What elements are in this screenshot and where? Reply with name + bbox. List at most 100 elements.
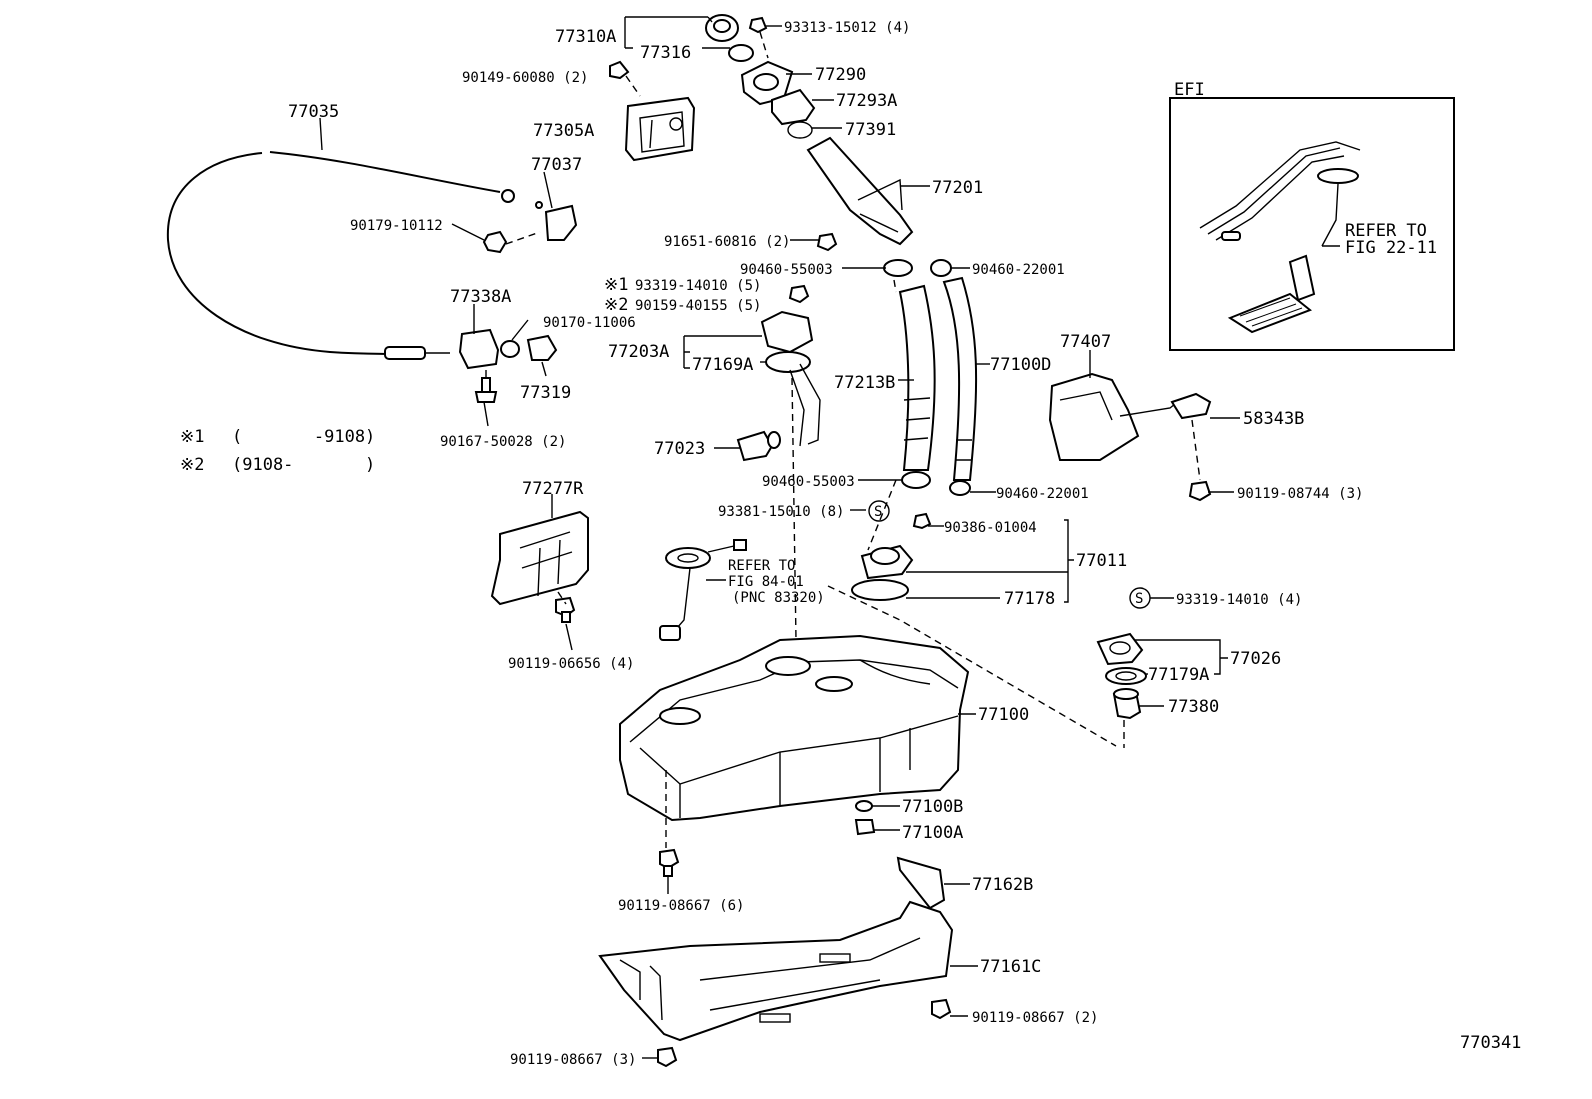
label-77178: 77178 xyxy=(1004,589,1055,609)
screw xyxy=(788,284,810,304)
label-77213B: 77213B xyxy=(834,373,895,393)
label-90179: 90179-10112 xyxy=(350,218,443,234)
connector xyxy=(736,430,774,462)
filler-pipe xyxy=(806,136,914,246)
label-77293A: 77293A xyxy=(836,91,897,111)
label-77100A: 77100A xyxy=(902,823,963,843)
label-90119-08744: 90119-08744 (3) xyxy=(1237,486,1363,502)
label-90149: 90149-60080 (2) xyxy=(462,70,588,86)
filler-pipe-seal xyxy=(771,88,816,126)
bolt xyxy=(931,998,952,1020)
label-77037: 77037 xyxy=(531,155,582,175)
fuel-level-gauge xyxy=(665,547,711,569)
label-90119-08667-2: 90119-08667 (2) xyxy=(972,1010,1098,1026)
label-90460-55003-top: 90460-55003 xyxy=(740,262,833,278)
note-mark-2: ※2 xyxy=(604,295,628,315)
note-mark-1: ※1 xyxy=(604,275,628,295)
s-mark-circle xyxy=(868,500,890,522)
screw xyxy=(748,16,768,34)
fuel-pump xyxy=(1288,254,1316,302)
note-1-mark: ※1 xyxy=(180,427,204,447)
heat-insulator xyxy=(1048,372,1140,461)
label-90119-08667-6: 90119-08667 (6) xyxy=(618,898,744,914)
fuel-pump-lines xyxy=(1199,141,1361,241)
label-77026: 77026 xyxy=(1230,649,1281,669)
inset-frame xyxy=(1169,97,1455,351)
label-90167: 90167-50028 (2) xyxy=(440,434,566,450)
label-77290: 77290 xyxy=(815,65,866,85)
hose-clamp xyxy=(949,480,971,496)
label-90170: 90170-11006 xyxy=(543,315,636,331)
refer-line1: REFER TO xyxy=(1345,221,1427,241)
label-77023: 77023 xyxy=(654,439,705,459)
fuel-sender-gauge xyxy=(760,310,814,354)
screw xyxy=(912,512,932,530)
breather-hose xyxy=(942,276,978,481)
label-77201: 77201 xyxy=(932,178,983,198)
part-drawings xyxy=(166,14,1212,1068)
label-77169A: 77169A xyxy=(692,355,753,375)
label-90159: 90159-40155 (5) xyxy=(635,298,761,314)
inset-title: EFI xyxy=(1174,80,1205,100)
label-77316: 77316 xyxy=(640,43,691,63)
label-77338A: 77338A xyxy=(450,287,511,307)
label-58343B: 58343B xyxy=(1243,409,1304,429)
label-77162B: 77162B xyxy=(972,875,1033,895)
cover-bracket xyxy=(896,856,946,910)
bracket xyxy=(1170,392,1212,420)
label-93381: 93381-15010 (8) xyxy=(718,504,844,520)
label-77319: 77319 xyxy=(520,383,571,403)
label-90119-06656: 90119-06656 (4) xyxy=(508,656,634,672)
label-77310A: 77310A xyxy=(555,27,616,47)
gasket xyxy=(728,44,754,62)
pump-bracket xyxy=(1096,632,1144,666)
fuel-door xyxy=(624,96,696,162)
bracket xyxy=(458,328,500,370)
hose-clamp xyxy=(883,259,913,277)
label-77161C: 77161C xyxy=(980,957,1041,977)
label-77100D: 77100D xyxy=(990,355,1051,375)
label-90460-22001-bottom: 90460-22001 xyxy=(996,486,1089,502)
label-90460-22001-top: 90460-22001 xyxy=(972,262,1065,278)
label-93319-14010-5: 93319-14010 (5) xyxy=(635,278,761,294)
s-mark-1: S xyxy=(874,504,882,520)
label-90460-55003-bottom: 90460-55003 xyxy=(762,474,855,490)
o-ring xyxy=(787,121,813,139)
hose-clamp xyxy=(930,259,952,277)
note-1-range: ( -9108) xyxy=(232,427,375,447)
label-77277R: 77277R xyxy=(522,479,584,499)
label-77100: 77100 xyxy=(978,705,1029,725)
s-mark-circle xyxy=(1129,587,1151,609)
label-77203A: 77203A xyxy=(608,342,669,362)
label-77011: 77011 xyxy=(1076,551,1127,571)
filler-hose xyxy=(898,284,936,471)
refer-84-line1: REFER TO xyxy=(728,558,795,574)
leader-lines xyxy=(319,16,1240,1059)
cable-clip xyxy=(544,204,578,241)
label-90119-08667-3: 90119-08667 (3) xyxy=(510,1052,636,1068)
label-77407: 77407 xyxy=(1060,332,1111,352)
label-77035: 77035 xyxy=(288,102,339,122)
clip xyxy=(526,334,558,361)
nut xyxy=(482,230,508,254)
hose-clamp xyxy=(901,471,931,489)
label-77100B: 77100B xyxy=(902,797,963,817)
bolt xyxy=(657,1046,678,1068)
notes: ※1 ( -9108) ※2 (9108- ) xyxy=(180,427,375,475)
label-93319-14010-4: 93319-14010 (4) xyxy=(1176,592,1302,608)
efi-inset: EFI REFER TO FIG 22-11 xyxy=(1169,80,1455,351)
label-77391: 77391 xyxy=(845,120,896,140)
label-77380: 77380 xyxy=(1168,697,1219,717)
bolt xyxy=(816,232,838,252)
note-2-range: (9108- ) xyxy=(232,455,375,475)
label-77305A: 77305A xyxy=(533,121,594,141)
refer-84-line2: FIG 84-01 xyxy=(728,574,804,590)
washer xyxy=(855,800,873,812)
gasket xyxy=(1105,667,1147,685)
fuel-tank xyxy=(619,634,970,822)
s-mark-2: S xyxy=(1135,591,1143,607)
label-77179A: 77179A xyxy=(1148,665,1209,685)
note-2-mark: ※2 xyxy=(180,455,204,475)
gasket xyxy=(851,579,909,601)
